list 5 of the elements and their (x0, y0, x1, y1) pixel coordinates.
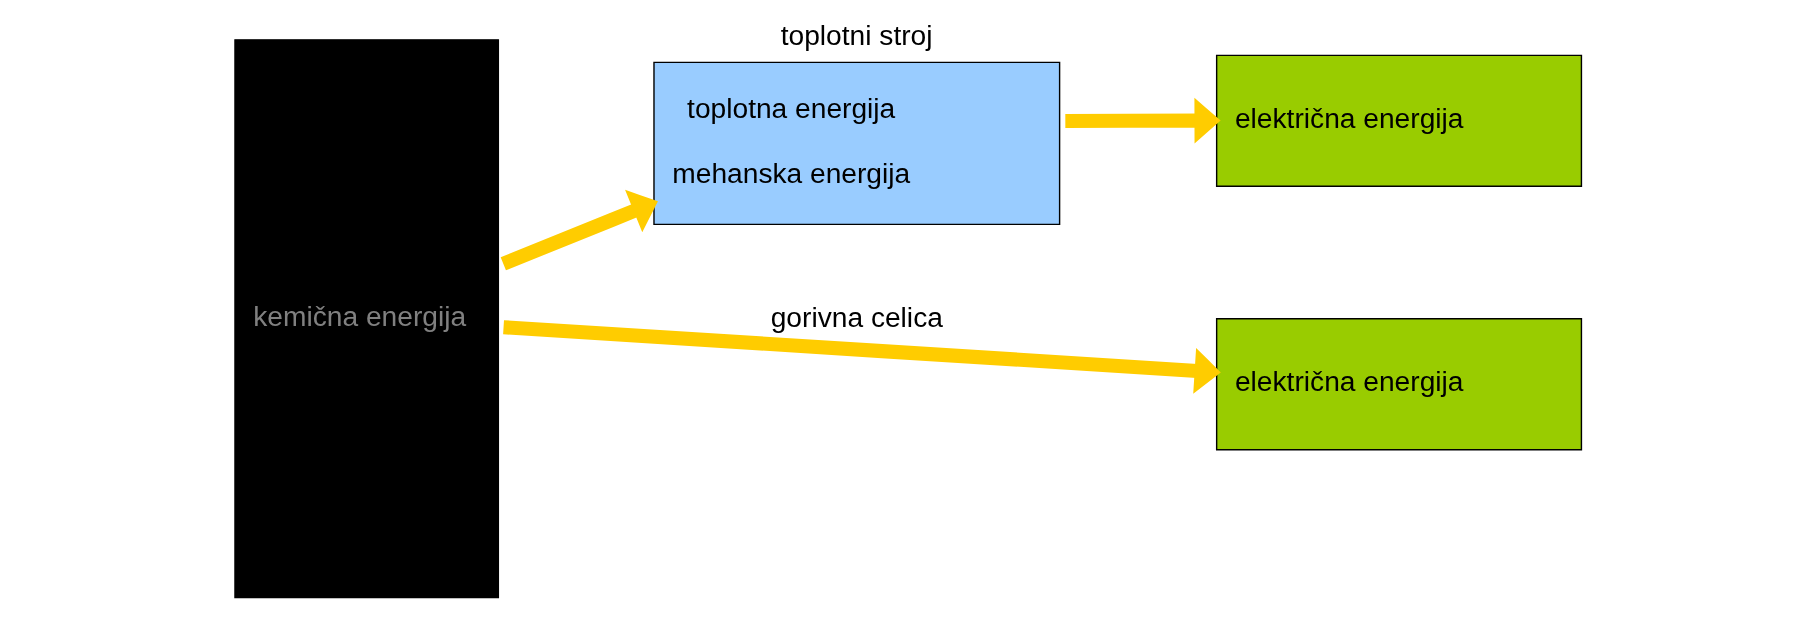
arrow (502, 320, 1221, 394)
arrow (500, 189, 658, 271)
edge-label: gorivna celica (770, 302, 943, 334)
node-label: toplotni stroj (780, 20, 933, 52)
arrow (1064, 97, 1221, 144)
